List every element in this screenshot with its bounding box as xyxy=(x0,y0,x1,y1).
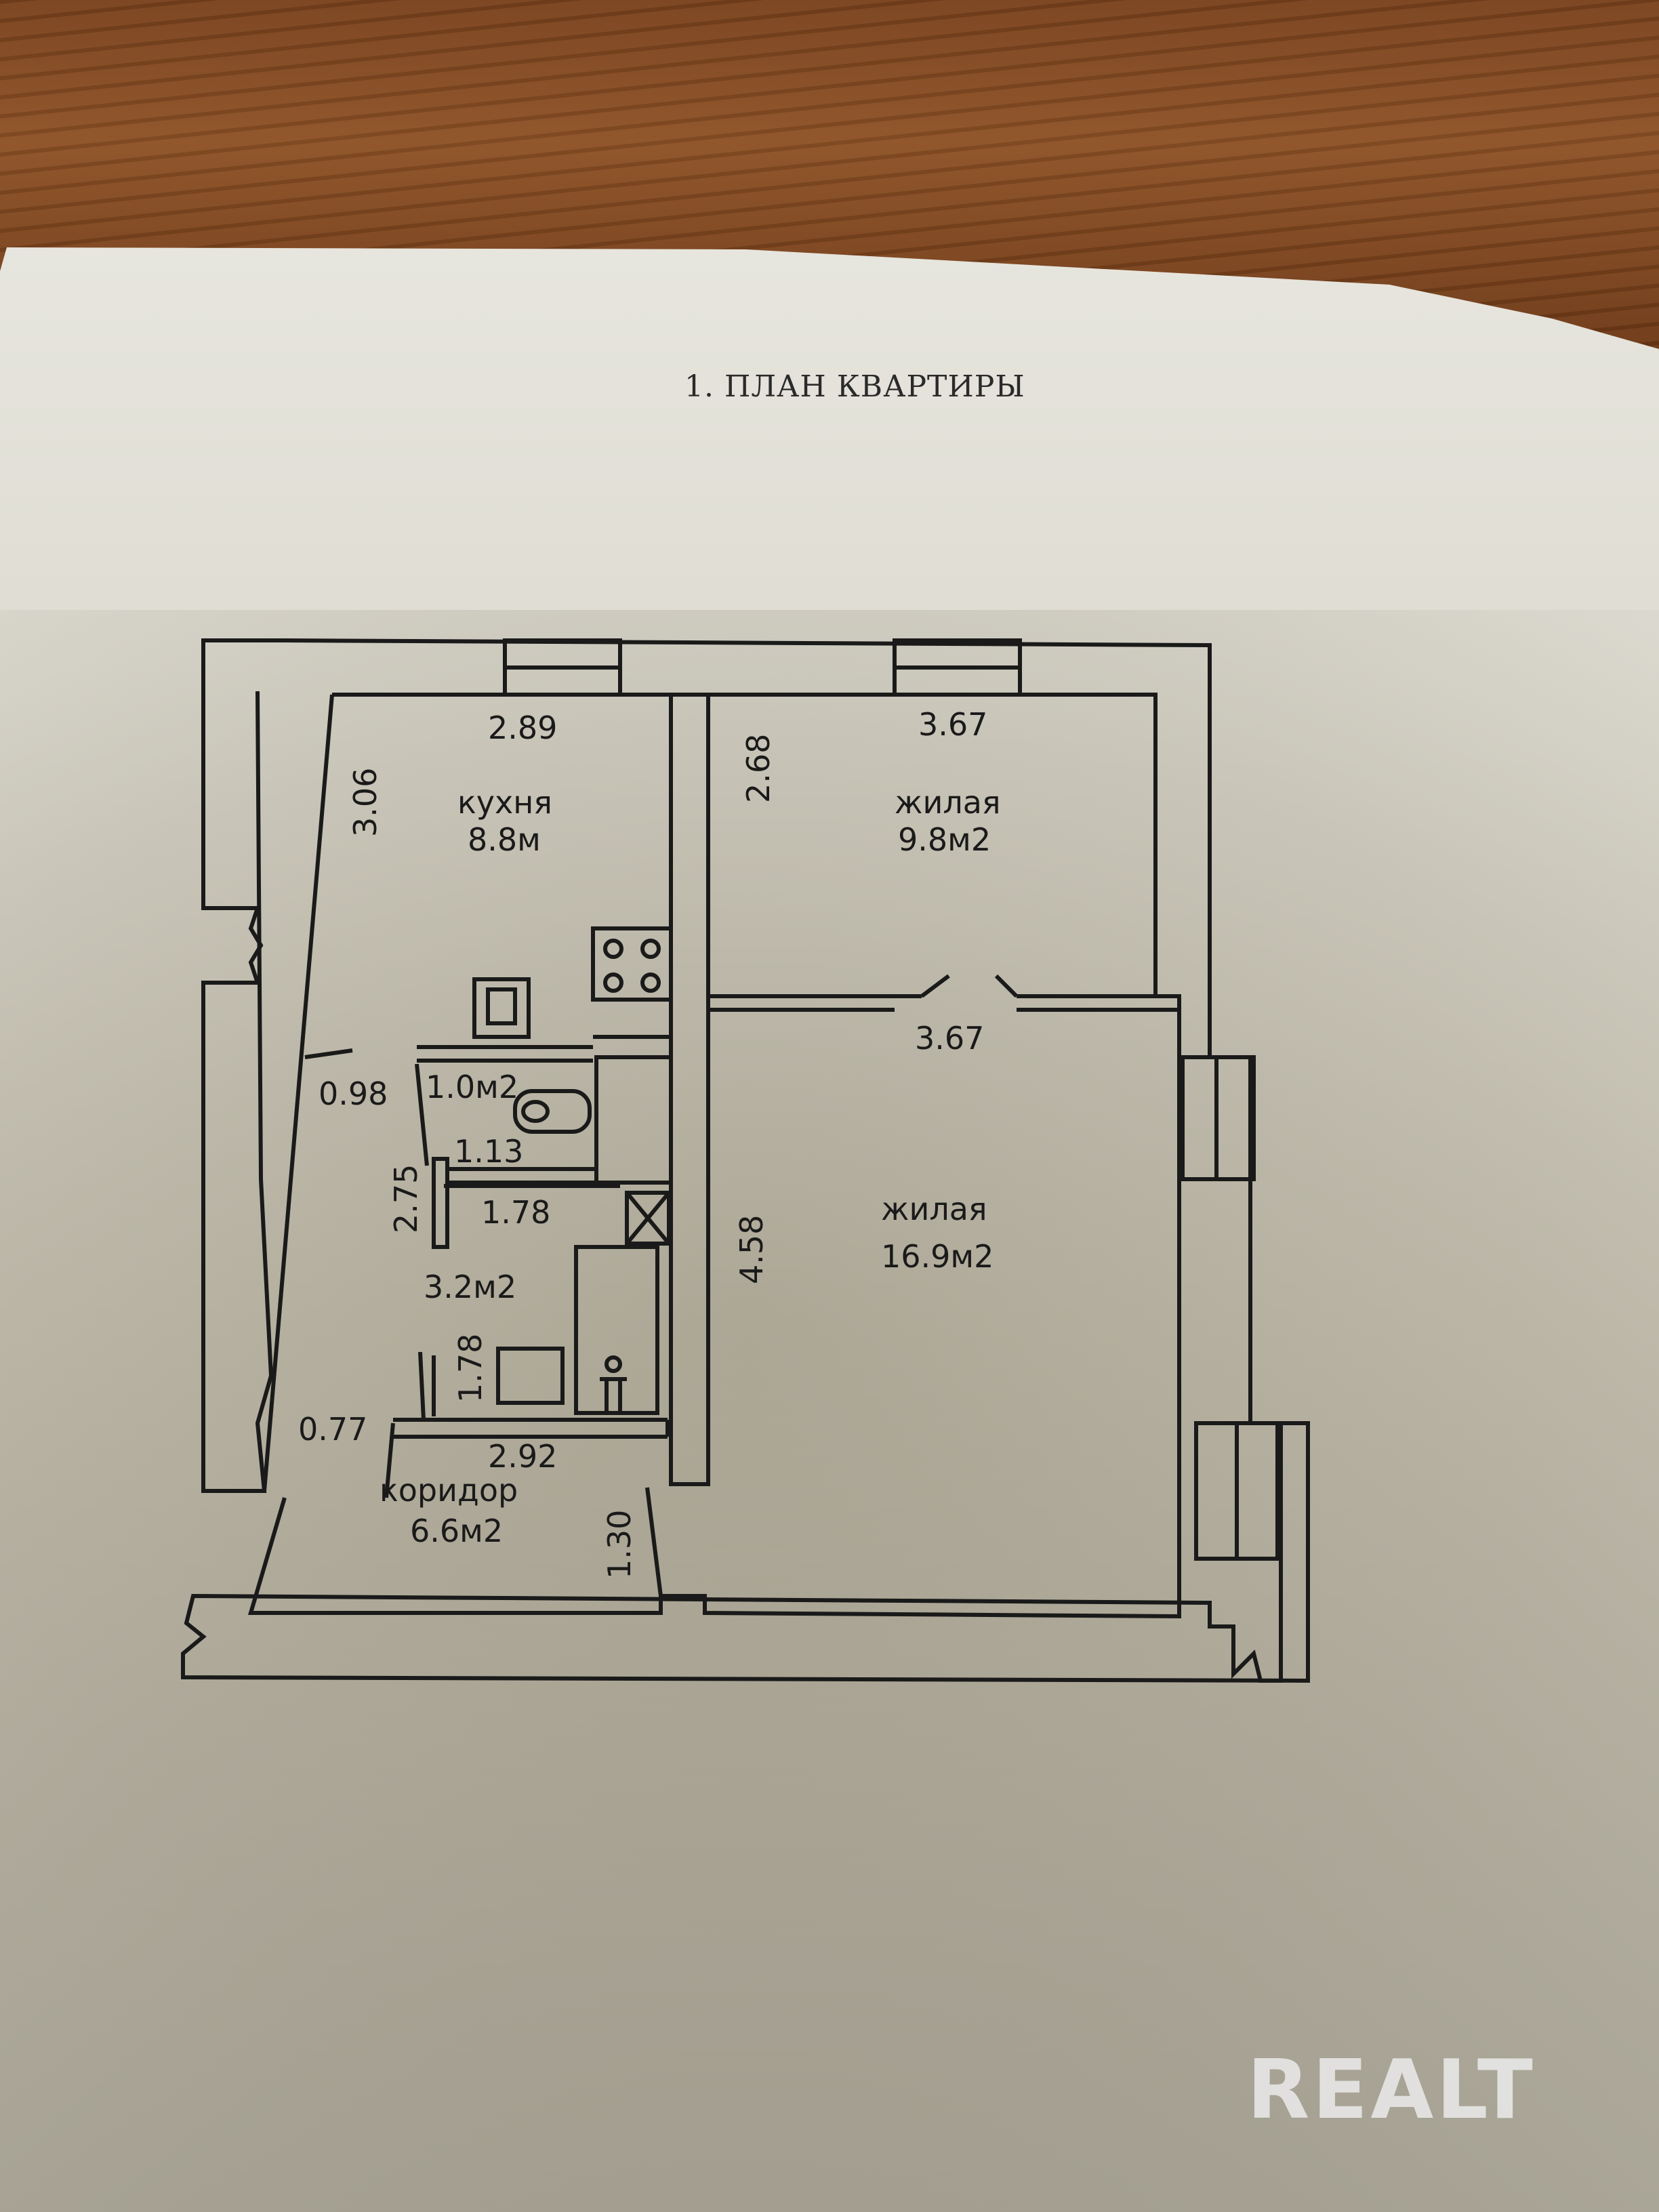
living-large-label: жилая xyxy=(881,1191,987,1227)
toilet-width-dim: 1.13 xyxy=(454,1133,523,1170)
living-large-depth-dim: 4.58 xyxy=(733,1215,770,1284)
bath-width-dim: 1.78 xyxy=(481,1194,550,1231)
living-small-area: 9.8м2 xyxy=(898,821,991,858)
inner-wall xyxy=(247,693,1181,1619)
washbasin xyxy=(496,1347,565,1405)
bathroom-door xyxy=(432,1157,449,1249)
washing-area xyxy=(574,1245,659,1415)
corridor-depth-dim: 1.30 xyxy=(601,1510,638,1579)
living-large-area: 16.9м2 xyxy=(881,1238,994,1275)
toilet-area: 1.0м2 xyxy=(426,1069,518,1105)
corridor-area: 6.6м2 xyxy=(410,1513,503,1549)
living-small-width-dim: 3.67 xyxy=(918,706,987,743)
bath-side-dim: 1.78 xyxy=(452,1334,489,1403)
realt-watermark-logo: REALT xyxy=(1247,2043,1536,2137)
hall-side-dim: 2.75 xyxy=(388,1164,424,1233)
outer-wall-left xyxy=(201,638,285,1493)
corridor-width-dim: 2.92 xyxy=(488,1438,557,1475)
living-small-label: жилая xyxy=(895,784,1001,821)
living-large-width-dim: 3.67 xyxy=(915,1020,984,1057)
entrance-dim: 0.77 xyxy=(298,1411,367,1448)
kitchen-left-wall xyxy=(262,694,334,1492)
vent-shaft xyxy=(625,1191,671,1246)
bathroom-area: 3.2м2 xyxy=(424,1269,516,1305)
corridor-label: коридор xyxy=(380,1472,518,1509)
page-title: 1. ПЛАН КВАРТИРЫ xyxy=(684,369,1025,404)
kitchen-depth-dim: 3.06 xyxy=(347,768,384,837)
toilet-door-dim: 0.98 xyxy=(319,1076,388,1112)
partition-wall xyxy=(669,693,710,1486)
living-small-depth-dim: 2.68 xyxy=(740,734,777,803)
kitchen-width-dim: 2.89 xyxy=(488,710,557,746)
kitchen-label: кухня xyxy=(457,784,552,821)
kitchen-sink xyxy=(472,977,531,1039)
bathtub xyxy=(513,1089,592,1134)
toilet-block xyxy=(594,1055,673,1185)
kitchen-area: 8.8м xyxy=(468,821,541,858)
paper-shadow xyxy=(0,610,1659,2212)
stove xyxy=(591,926,673,1002)
